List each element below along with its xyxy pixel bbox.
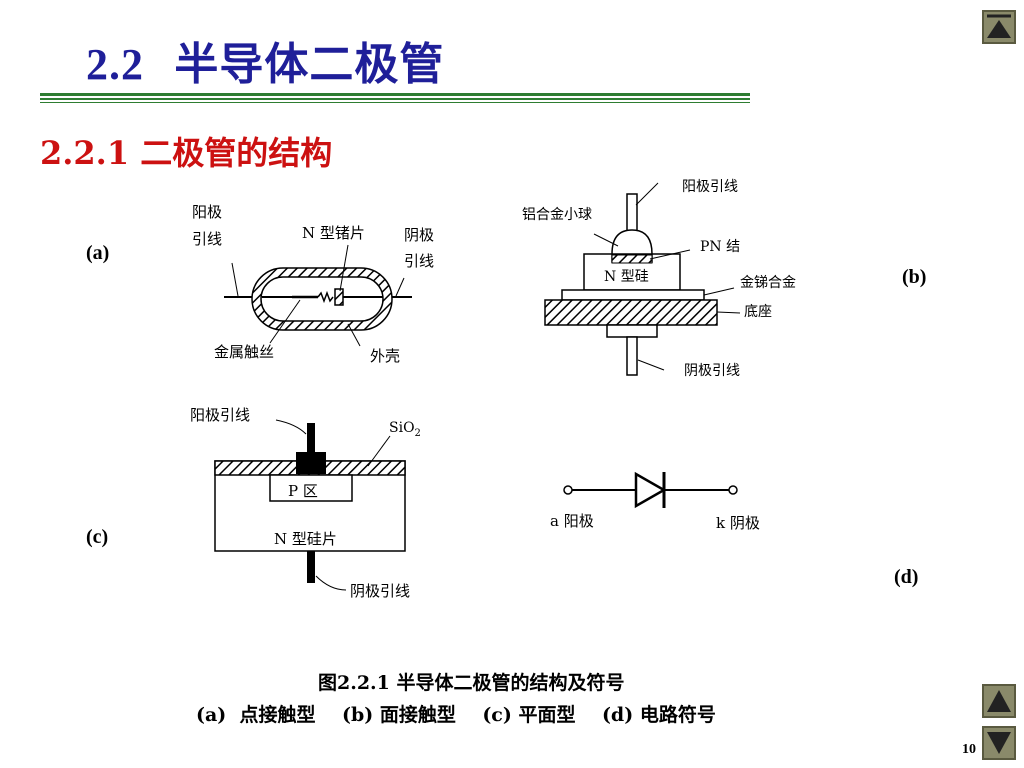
point-contact-diagram (224, 244, 412, 347)
label-cathode-lead-2: 引线 (404, 252, 435, 270)
figure-caption-title: 图2.2.1 半导体二极管的结构及符号 (318, 672, 625, 694)
title-text: 半导体二极管 (174, 39, 445, 90)
label-pn-junction: PN 结 (700, 239, 741, 255)
figure-caption-legend: (a) 点接触型 (b) 面接触型 (c) 平面型 (d) 电路符号 (196, 704, 716, 726)
diode-symbol (563, 471, 738, 509)
junction-diagram (544, 182, 741, 376)
title-rule-bottom (40, 102, 750, 103)
label-cathode-lead: 阴极引线 (684, 363, 740, 379)
shell-inner (260, 276, 384, 322)
panel-d-tag: (d) (894, 566, 919, 588)
page-number: 10 (962, 742, 976, 757)
anode-contact (296, 452, 326, 474)
label-al-ball: 铝合金小球 (522, 207, 592, 223)
cathode-terminal (728, 485, 738, 495)
label-p-region: P 区 (288, 482, 318, 500)
next-slide-button[interactable] (982, 726, 1016, 760)
label-sio2: SiO2 (389, 420, 421, 439)
base-plate (544, 299, 718, 326)
title-number: 2.2 (86, 40, 144, 89)
label-anode-lead: 阳极引线 (682, 179, 738, 195)
panel-c-tag: (c) (86, 526, 109, 548)
label-anode-lead-1: 阳极 (192, 203, 223, 221)
prev-slide-button[interactable] (982, 684, 1016, 718)
anode-lead (307, 423, 315, 453)
base-stem (606, 324, 658, 338)
panel-b-tag: (b) (902, 266, 927, 288)
cathode-lead (307, 551, 315, 583)
cathode-lead (626, 336, 638, 376)
label-cathode-lead: 阴极引线 (350, 582, 411, 600)
triangle-up-icon (987, 690, 1011, 712)
whisker-spring (317, 290, 334, 304)
p-region (269, 474, 353, 502)
label-anode-lead-2: 引线 (192, 230, 223, 248)
label-shell: 外壳 (370, 347, 401, 365)
label-n-chip: N 型硅片 (274, 530, 337, 548)
title-rule-middle (40, 98, 750, 100)
ausb-layer (561, 289, 705, 301)
triangle-up-icon (987, 14, 1011, 38)
page-title: 2.2 半导体二极管 (86, 28, 444, 92)
label-ausb: 金锑合金 (740, 275, 796, 291)
label-n-si: N 型硅 (604, 269, 649, 285)
planar-diagram (214, 419, 406, 591)
ge-chip (334, 288, 344, 306)
diode-triangle (634, 471, 667, 509)
anode-terminal (563, 485, 573, 495)
pn-junction (611, 254, 653, 264)
label-ge-chip: N 型锗片 (302, 224, 365, 242)
section-subtitle: 2.2.1 二极管的结构 (40, 134, 333, 172)
label-anode: a 阳极 (550, 512, 594, 530)
label-cathode-lead-1: 阴极 (404, 226, 435, 244)
panel-a-tag: (a) (86, 242, 110, 264)
label-anode-lead: 阳极引线 (190, 406, 251, 424)
label-metal-wire: 金属触丝 (214, 343, 275, 361)
label-cathode: k 阴极 (716, 514, 760, 532)
top-nav-button[interactable] (982, 10, 1016, 44)
label-base: 底座 (744, 304, 772, 320)
title-rule-top (40, 93, 750, 96)
triangle-down-icon (987, 732, 1011, 754)
